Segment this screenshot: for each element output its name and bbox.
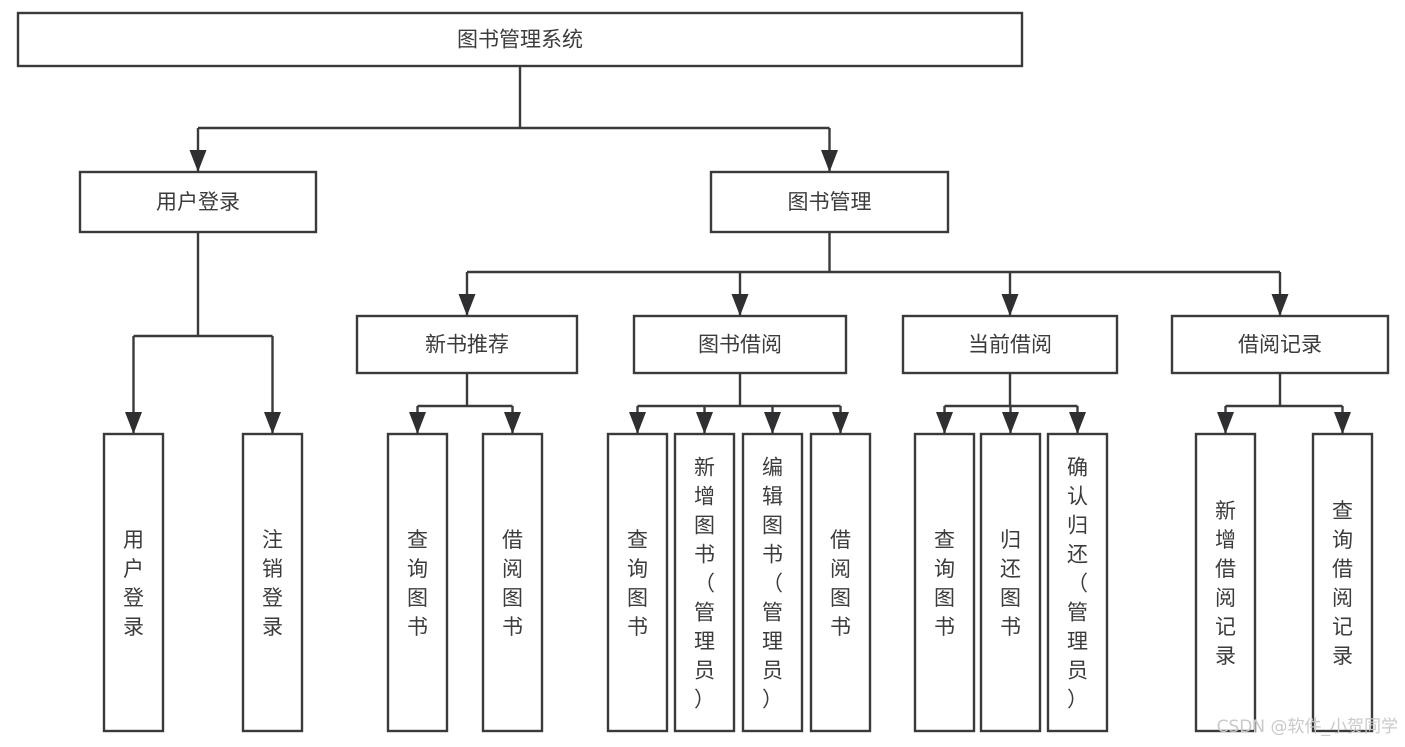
edge-group-user-login [125, 232, 281, 434]
node-box[interactable] [355, 314, 579, 375]
node-label: 图书借阅 [698, 333, 782, 357]
node-box[interactable] [741, 432, 804, 733]
node-label: 注销登录 [262, 528, 283, 639]
node-label: 查询图书 [627, 528, 648, 639]
node-label: 借阅记录 [1238, 333, 1322, 357]
node-box[interactable] [241, 432, 304, 733]
arrow-head-icon [1001, 294, 1019, 316]
arrow-head-icon [731, 294, 749, 316]
node-box[interactable] [901, 314, 1119, 375]
node-box[interactable] [16, 11, 1024, 68]
node-book-borrow[interactable]: 图书借阅 [632, 314, 848, 375]
node-leaf-query-record[interactable]: 查询借阅记录 [1311, 432, 1374, 733]
node-leaf-query-book-1[interactable]: 查询图书 [386, 432, 449, 733]
node-new-book-recommend[interactable]: 新书推荐 [355, 314, 579, 375]
node-label: 用户登录 [156, 190, 240, 214]
node-root[interactable]: 图书管理系统 [16, 11, 1024, 68]
node-label: 新书推荐 [425, 333, 509, 357]
edge-group-book-borrow [629, 373, 849, 434]
node-leaf-return-book[interactable]: 归还图书 [979, 432, 1042, 733]
node-box[interactable] [1194, 432, 1257, 733]
node-box[interactable] [606, 432, 669, 733]
node-box[interactable] [1046, 432, 1109, 733]
edge-group-root [189, 66, 838, 172]
edge-group-new-book-recommend [409, 373, 521, 434]
arrow-head-icon [264, 412, 281, 434]
node-label: 查询图书 [407, 528, 428, 639]
node-label: 图书管理系统 [457, 28, 583, 52]
arrow-head-icon [936, 412, 953, 434]
node-label: 查询图书 [934, 528, 955, 639]
node-box[interactable] [913, 432, 976, 733]
node-label: 新增图书（管理员） [694, 456, 715, 712]
node-label: 归还图书 [1000, 528, 1021, 639]
arrow-head-icon [821, 150, 838, 172]
node-label: 当前借阅 [968, 333, 1052, 357]
arrow-head-icon [1002, 412, 1019, 434]
node-current-borrow[interactable]: 当前借阅 [901, 314, 1119, 375]
arrow-head-icon [1217, 412, 1234, 434]
node-leaf-borrow-book-2[interactable]: 借阅图书 [809, 432, 872, 733]
node-box[interactable] [481, 432, 544, 733]
node-borrow-record[interactable]: 借阅记录 [1170, 314, 1390, 375]
node-leaf-user-login[interactable]: 用户登录 [102, 432, 165, 733]
node-leaf-edit-book[interactable]: 编辑图书（管理员） [741, 432, 804, 733]
arrow-head-icon [125, 412, 142, 434]
node-box[interactable] [809, 432, 872, 733]
node-box[interactable] [709, 170, 950, 234]
node-leaf-query-book-2[interactable]: 查询图书 [606, 432, 669, 733]
node-layer: 图书管理系统用户登录图书管理新书推荐图书借阅当前借阅借阅记录用户登录注销登录查询… [16, 11, 1390, 733]
edge-group-borrow-record [1217, 373, 1351, 434]
arrow-head-icon [629, 412, 646, 434]
edge-group-current-borrow [936, 373, 1086, 434]
node-leaf-borrow-book-1[interactable]: 借阅图书 [481, 432, 544, 733]
node-box[interactable] [632, 314, 848, 375]
node-label: 用户登录 [123, 528, 144, 639]
node-label: 查询借阅记录 [1332, 499, 1353, 668]
node-label: 编辑图书（管理员） [762, 456, 783, 712]
node-leaf-add-record[interactable]: 新增借阅记录 [1194, 432, 1257, 733]
node-user-login[interactable]: 用户登录 [78, 170, 318, 234]
arrow-head-icon [504, 412, 521, 434]
arrow-head-icon [1271, 294, 1289, 316]
arrow-head-icon [832, 412, 849, 434]
arrow-head-icon [1069, 412, 1086, 434]
node-label: 新增借阅记录 [1215, 499, 1236, 668]
node-label: 借阅图书 [502, 528, 523, 639]
arrow-head-icon [1334, 412, 1351, 434]
csdn-watermark: CSDN @软件_小贺同学 [1217, 717, 1398, 737]
node-box[interactable] [78, 170, 318, 234]
arrow-head-icon [696, 412, 713, 434]
edge-group-book-manage [458, 232, 1289, 316]
node-leaf-query-book-3[interactable]: 查询图书 [913, 432, 976, 733]
node-label: 图书管理 [788, 190, 872, 214]
node-box[interactable] [1311, 432, 1374, 733]
arrow-head-icon [764, 412, 781, 434]
arrow-head-icon [189, 150, 207, 172]
node-label: 确认归还（管理员） [1067, 456, 1088, 712]
connector-layer [125, 66, 1351, 434]
node-leaf-add-book[interactable]: 新增图书（管理员） [673, 432, 736, 733]
node-box[interactable] [386, 432, 449, 733]
node-box[interactable] [1170, 314, 1390, 375]
node-leaf-confirm-return[interactable]: 确认归还（管理员） [1046, 432, 1109, 733]
node-box[interactable] [673, 432, 736, 733]
arrow-head-icon [409, 412, 426, 434]
node-book-manage[interactable]: 图书管理 [709, 170, 950, 234]
node-box[interactable] [979, 432, 1042, 733]
node-label: 借阅图书 [830, 528, 851, 639]
node-leaf-logout[interactable]: 注销登录 [241, 432, 304, 733]
arrow-head-icon [458, 294, 476, 316]
node-box[interactable] [102, 432, 165, 733]
